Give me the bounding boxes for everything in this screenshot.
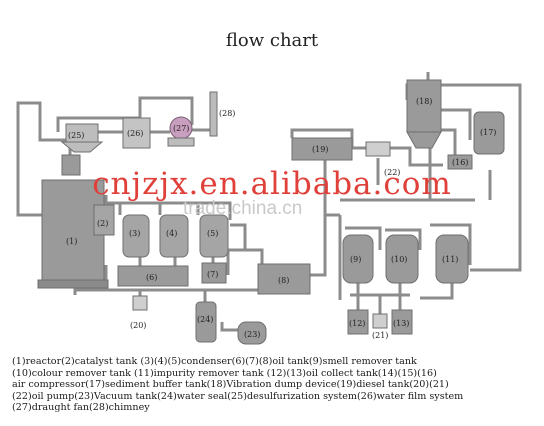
draught-fan-base xyxy=(167,137,195,147)
pipe xyxy=(104,195,232,220)
legend: (1)reactor(2)catalyst tank (3)(4)(5)cond… xyxy=(12,356,538,414)
legend-line: (10)colour remover tank (11)impurity rem… xyxy=(12,367,437,379)
legend-line: (1)reactor(2)catalyst tank (3)(4)(5)cond… xyxy=(12,356,417,367)
condenser-5 xyxy=(199,214,229,258)
pipe xyxy=(220,322,238,332)
label-21: (21) xyxy=(372,331,388,340)
label-reactor: (1) xyxy=(66,237,77,246)
pipe xyxy=(226,248,264,275)
colour-remover-tank xyxy=(385,234,419,284)
label-19: (19) xyxy=(312,145,328,154)
chimney xyxy=(209,91,218,137)
vibration-dump-device xyxy=(406,79,442,133)
reactor-base xyxy=(37,279,109,289)
label-oil-tank-6: (6) xyxy=(146,273,157,282)
legend-line: air compressor(17)sediment buffer tank(1… xyxy=(12,379,449,391)
label-27: (27) xyxy=(173,124,189,133)
label-catalyst: (2) xyxy=(97,219,108,228)
legend-line: (27)draught fan(28)chimney xyxy=(12,402,150,414)
condenser-4 xyxy=(159,214,189,258)
label-condenser-4: (4) xyxy=(166,229,177,238)
label-22: (22) xyxy=(384,168,400,177)
pipe xyxy=(440,108,472,140)
label-28: (28) xyxy=(219,109,235,118)
air-compressor-16 xyxy=(447,154,473,170)
label-24: (24) xyxy=(197,315,213,324)
watermark-trade: trade.china.cn xyxy=(183,198,303,219)
label-tank-9: (9) xyxy=(350,255,361,264)
label-18: (18) xyxy=(416,97,432,106)
label-condenser-3: (3) xyxy=(129,229,140,238)
oil-tank-6 xyxy=(117,265,189,287)
oil-pump-21 xyxy=(372,313,388,329)
pipe xyxy=(385,228,422,250)
diesel-tank xyxy=(291,137,353,161)
pipe xyxy=(345,226,382,250)
watermark-alibaba: cnjzjx.en.alibaba.com xyxy=(92,166,452,202)
label-23: (23) xyxy=(244,330,260,339)
label-17: (17) xyxy=(480,128,496,137)
page-title: flow chart xyxy=(225,30,319,51)
oil-tank-7 xyxy=(201,262,227,284)
oil-pump-22 xyxy=(365,141,391,157)
label-16: (16) xyxy=(452,158,468,167)
label-oil-tank-8: (8) xyxy=(278,276,289,285)
oil-collect-tank-12 xyxy=(347,309,369,335)
label-tank-10: (10) xyxy=(391,255,407,264)
water-film-tank xyxy=(122,117,151,149)
vacuum-tank xyxy=(237,321,267,345)
water-seal xyxy=(195,301,217,343)
label-oil-tank-7: (7) xyxy=(207,270,218,279)
reactor-top xyxy=(61,154,81,176)
smell-remover-tank xyxy=(342,234,374,284)
impurity-remover-tank xyxy=(435,234,469,284)
pipe xyxy=(230,223,247,250)
equipment xyxy=(37,79,505,345)
sediment-buffer-tank xyxy=(473,111,505,155)
pipe xyxy=(430,223,472,265)
label-tank-13: (13) xyxy=(393,319,409,328)
label-tank-11: (11) xyxy=(442,255,458,264)
oil-tank-8 xyxy=(257,263,311,295)
condenser-3 xyxy=(122,214,150,258)
oil-collect-tank-13 xyxy=(391,309,413,335)
pipe xyxy=(420,283,454,300)
pipe xyxy=(73,288,260,295)
oil-pump-20 xyxy=(132,295,148,311)
equipment-labels: (1) (2) (3) (4) (5) (6) (7) (8) (9) (10)… xyxy=(66,97,496,340)
legend-line: (22)oil pump(23)Vacuum tank(24)water sea… xyxy=(12,390,464,402)
label-25: (25) xyxy=(68,131,84,140)
pipe xyxy=(310,213,340,277)
label-tank-12: (12) xyxy=(349,319,365,328)
label-26: (26) xyxy=(127,129,143,138)
label-20: (20) xyxy=(130,321,146,330)
pipe xyxy=(440,128,457,155)
pipe xyxy=(56,96,194,132)
pipes xyxy=(16,72,522,332)
desulfurization-cone xyxy=(60,141,104,153)
vibration-dump-cone xyxy=(406,131,442,149)
pipe xyxy=(390,146,443,167)
label-condenser-5: (5) xyxy=(207,229,218,238)
catalyst-tank xyxy=(93,204,115,236)
